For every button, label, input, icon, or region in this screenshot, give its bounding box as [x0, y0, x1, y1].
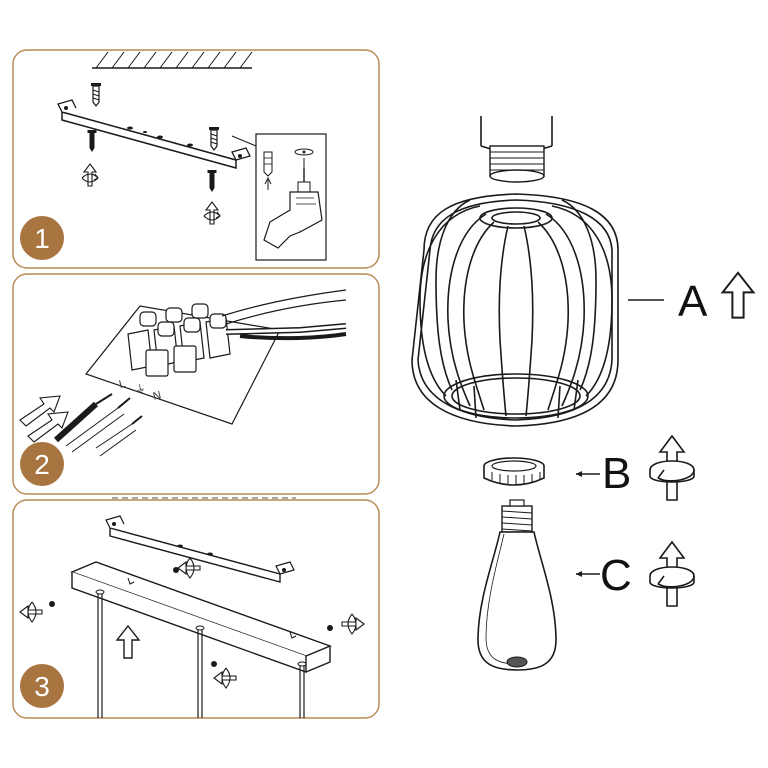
screw-icon: [327, 625, 333, 631]
edison-bulb: [477, 499, 557, 671]
screw-icon: [211, 661, 217, 667]
insert-arrow-icon: [19, 395, 69, 443]
terminal-label-l: L: [118, 378, 127, 391]
step-number: 2: [34, 449, 50, 480]
mounting-bracket: [105, 515, 295, 583]
supply-cable: [221, 289, 347, 341]
screw-icon: [49, 601, 55, 607]
mounting-bracket: [57, 99, 251, 169]
step-1-panel: 1: [12, 49, 380, 269]
up-arrow-icon: [721, 271, 755, 319]
part-label-c: C: [600, 551, 632, 600]
cage-lampshade: [411, 193, 619, 427]
step-1-badge: 1: [20, 216, 64, 260]
shade-ring: [483, 457, 545, 486]
lamp-wires: [53, 393, 143, 457]
step-3-badge: 3: [20, 664, 64, 708]
ceiling-hatch: [92, 51, 253, 69]
step-2-badge: 2: [20, 442, 64, 486]
screw-icon: [173, 567, 179, 573]
suspension-cords: [97, 594, 305, 718]
step-number: 1: [34, 223, 50, 254]
step-number: 3: [34, 671, 50, 702]
terminal-block: L ⏚ N: [85, 303, 281, 425]
drill-detail-callout: [231, 133, 327, 261]
step-3-panel: 3: [12, 497, 380, 719]
terminal-label-ground: ⏚: [134, 382, 148, 397]
drill-icon: [263, 168, 323, 249]
part-label-a: A: [678, 277, 708, 326]
twist-arrow-icon: [649, 435, 695, 501]
twist-arrow-icon: [649, 541, 695, 607]
step-2-panel: L ⏚ N: [12, 273, 380, 495]
ceiling-canopy: [70, 561, 332, 673]
terminal-label-n: N: [152, 389, 163, 403]
lamp-socket: [480, 116, 553, 183]
part-label-b: B: [602, 449, 631, 498]
